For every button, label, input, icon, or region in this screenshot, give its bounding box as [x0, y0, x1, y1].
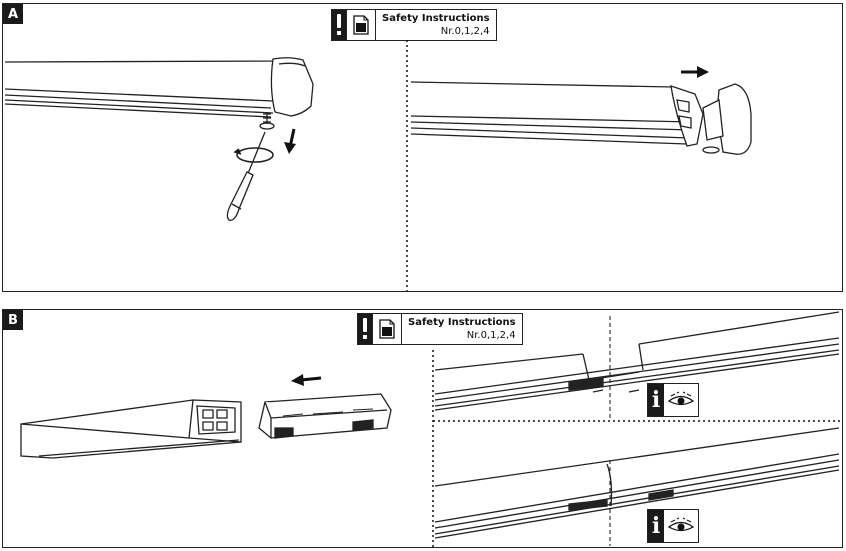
screwdriver-icon — [226, 131, 266, 221]
panel-b-label: B — [3, 310, 23, 330]
panel-a-label: A — [3, 4, 23, 24]
connector-piece — [258, 393, 392, 439]
document-icon — [372, 314, 402, 344]
warning-icon — [332, 10, 346, 40]
info-icon: i — [648, 384, 664, 416]
safety-numbers: Nr.0,1,2,4 — [440, 26, 490, 37]
inspect-box: i — [647, 383, 699, 417]
rail-end-right — [410, 81, 704, 147]
document-icon — [346, 10, 376, 40]
panel-a-illustration — [4, 40, 752, 291]
inspect-box: i — [647, 509, 699, 543]
panel-b-illustration — [20, 311, 842, 547]
rail-end-left — [4, 57, 314, 118]
rotate-arrow-icon — [233, 147, 274, 163]
warning-icon — [358, 314, 372, 344]
end-cap — [702, 83, 752, 155]
safety-instructions-box: Safety Instructions Nr.0,1,2,4 — [357, 313, 523, 345]
safety-title: Safety Instructions — [382, 13, 490, 24]
eye-icon — [664, 384, 698, 416]
rail-joint-bottom — [434, 427, 840, 539]
down-arrow-icon — [284, 128, 296, 154]
panel-b: B Safety Instructions Nr.0,1,2,4 — [2, 309, 843, 548]
right-arrow-icon — [681, 66, 709, 78]
panel-a: A Safety Instructions Nr.0,1,2,4 — [2, 3, 843, 292]
safety-numbers: Nr.0,1,2,4 — [466, 330, 516, 341]
left-arrow-icon — [291, 374, 322, 386]
eye-icon — [664, 510, 698, 542]
luminaire-body — [20, 399, 242, 459]
safety-instructions-box: Safety Instructions Nr.0,1,2,4 — [331, 9, 497, 41]
rail-joint-top — [434, 311, 840, 411]
info-icon: i — [648, 510, 664, 542]
safety-title: Safety Instructions — [408, 317, 516, 328]
screw-icon — [259, 112, 275, 130]
